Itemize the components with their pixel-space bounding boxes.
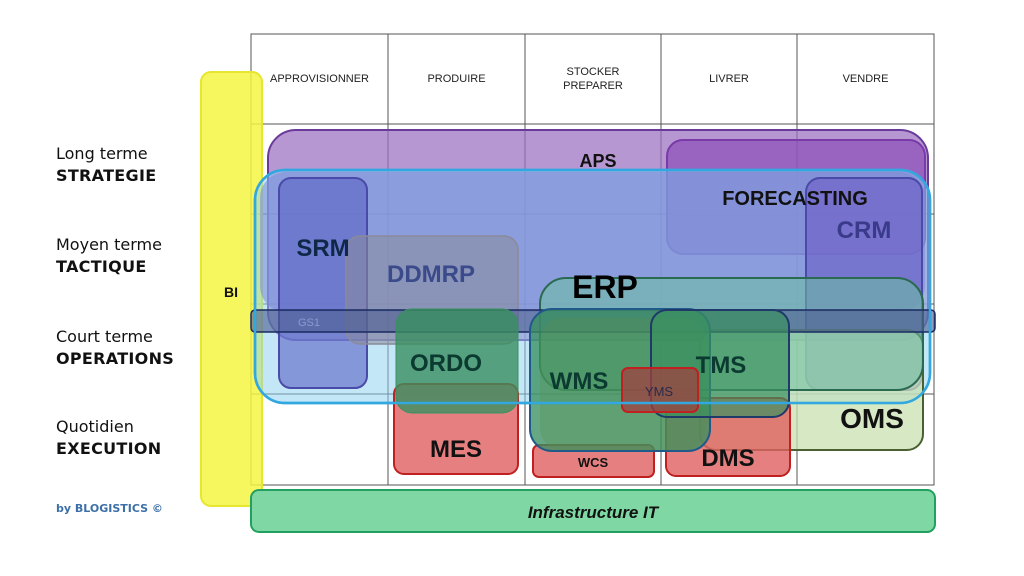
column-header-stocker-preparer: STOCKER PREPARER bbox=[563, 66, 623, 92]
erp-label: ERP bbox=[572, 269, 638, 305]
row-label-strategie: Long terme STRATEGIE bbox=[56, 143, 156, 187]
credit-text: by BLOGISTICS © bbox=[56, 502, 163, 515]
infrastructure-label: Infrastructure IT bbox=[528, 503, 660, 522]
oms-label: OMS bbox=[840, 403, 904, 434]
yms-label: YMS bbox=[645, 384, 674, 399]
column-header-vendre: VENDRE bbox=[842, 73, 889, 85]
horizon-label: Moyen terme bbox=[56, 235, 162, 254]
column-header-produire: PRODUIRE bbox=[427, 73, 486, 85]
row-label-execution: Quotidien EXECUTION bbox=[56, 416, 162, 460]
level-label: STRATEGIE bbox=[56, 166, 157, 185]
supply-chain-band-outline bbox=[253, 168, 932, 405]
forecasting-label: FORECASTING bbox=[722, 188, 868, 210]
ddmrp-label: DDMRP bbox=[387, 261, 475, 288]
gs1-label: GS1 bbox=[298, 317, 320, 329]
row-label-tactique: Moyen terme TACTIQUE bbox=[56, 234, 162, 278]
bi-label: BI bbox=[224, 284, 238, 300]
aps-label: APS bbox=[579, 151, 616, 171]
infrastructure-box[interactable] bbox=[250, 489, 936, 533]
horizon-label: Long terme bbox=[56, 144, 148, 163]
wcs-label: WCS bbox=[578, 455, 609, 470]
row-label-operations: Court terme OPERATIONS bbox=[56, 326, 174, 370]
dms-label: DMS bbox=[701, 445, 754, 472]
wms-label: WMS bbox=[550, 368, 609, 395]
crm-label: CRM bbox=[837, 217, 892, 244]
column-header-approvisionner: APPROVISIONNER bbox=[269, 73, 370, 85]
horizon-label: Court terme bbox=[56, 327, 153, 346]
yms-box[interactable] bbox=[621, 367, 699, 413]
tms-label: TMS bbox=[696, 352, 747, 379]
level-label: TACTIQUE bbox=[56, 257, 147, 276]
column-header-livrer: LIVRER bbox=[709, 73, 749, 85]
srm-label: SRM bbox=[296, 235, 349, 262]
ordo-label: ORDO bbox=[410, 350, 482, 377]
horizon-label: Quotidien bbox=[56, 417, 134, 436]
level-label: EXECUTION bbox=[56, 439, 162, 458]
mes-label: MES bbox=[430, 436, 482, 463]
level-label: OPERATIONS bbox=[56, 349, 175, 368]
ordo-box[interactable] bbox=[395, 308, 519, 414]
